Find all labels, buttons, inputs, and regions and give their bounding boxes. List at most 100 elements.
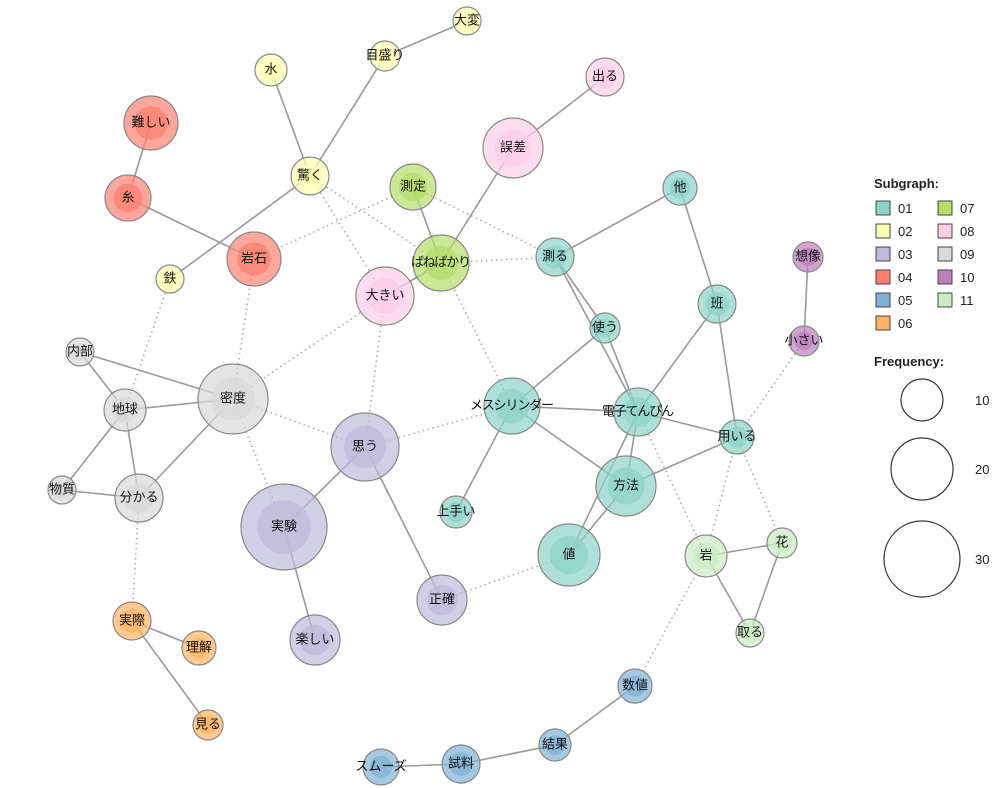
dotted-edge — [736, 436, 783, 544]
node-04[interactable]: 糸 — [104, 174, 152, 222]
node-02[interactable]: 水 — [254, 53, 288, 87]
node-01[interactable]: 値 — [537, 523, 601, 587]
legend-frequency-circle-30 — [883, 520, 961, 598]
node-02[interactable]: 目盛り — [365, 40, 405, 72]
node-05[interactable]: 数値 — [617, 668, 653, 704]
node-core — [398, 172, 428, 202]
node-label: 糸 — [121, 191, 134, 206]
node-label: 実験 — [271, 519, 297, 535]
solid-edge — [716, 303, 738, 438]
legend-swatch-06 — [875, 315, 891, 331]
node-label: 岩石 — [241, 252, 267, 267]
node-10[interactable]: 小さい — [784, 325, 824, 357]
node-05[interactable]: スムーズ — [355, 748, 407, 786]
node-01[interactable]: 方法 — [595, 455, 657, 517]
node-09[interactable]: 分かる — [114, 473, 164, 523]
node-06[interactable]: 理解 — [181, 630, 217, 666]
node-08[interactable]: 大きい — [355, 266, 415, 326]
legend-swatch-01 — [875, 200, 891, 216]
legend-swatch-03 — [875, 246, 891, 262]
node-03[interactable]: 楽しい — [289, 614, 341, 666]
node-core — [549, 535, 589, 575]
node-core — [113, 183, 143, 213]
node-09[interactable]: 内部 — [65, 337, 95, 367]
node-05[interactable]: 試料 — [441, 744, 481, 784]
node-04[interactable]: 岩石 — [226, 231, 282, 287]
node-core — [237, 242, 271, 276]
node-02[interactable]: 鉄 — [155, 264, 185, 294]
node-03[interactable]: 思う — [330, 412, 400, 482]
node-core — [111, 396, 139, 424]
node-01[interactable]: 上手い — [436, 495, 476, 529]
node-label: 数値 — [622, 678, 648, 694]
node-core — [367, 278, 403, 314]
node-label: 測定 — [400, 180, 426, 195]
node-label: 密度 — [220, 391, 246, 407]
node-label: 想像 — [795, 249, 821, 265]
node-06[interactable]: 実際 — [112, 601, 152, 641]
node-core — [198, 715, 218, 735]
node-core — [343, 425, 387, 469]
node-01[interactable]: 班 — [697, 284, 737, 324]
node-09[interactable]: 物質 — [47, 475, 77, 505]
node-10[interactable]: 想像 — [792, 241, 824, 273]
node-03[interactable]: 正確 — [416, 574, 468, 626]
node-08[interactable]: 誤差 — [482, 117, 544, 179]
node-07[interactable]: 測定 — [389, 163, 437, 211]
dotted-edge — [309, 175, 386, 297]
node-02[interactable]: 大変 — [452, 6, 482, 36]
dotted-edge — [232, 295, 386, 400]
node-label: スムーズ — [355, 759, 406, 775]
node-01[interactable]: 他 — [662, 170, 698, 206]
node-09[interactable]: 密度 — [197, 363, 269, 435]
node-08[interactable]: 出る — [585, 57, 625, 97]
node-core — [772, 533, 792, 553]
node-core — [369, 755, 393, 779]
node-core — [494, 129, 532, 167]
node-core — [595, 318, 615, 338]
node-core — [257, 500, 311, 554]
dotted-edge — [705, 436, 738, 557]
node-core — [741, 624, 759, 642]
node-label: 試料 — [448, 756, 474, 772]
node-04[interactable]: 難しい — [123, 95, 179, 151]
node-core — [705, 292, 729, 316]
node-label: 誤差 — [500, 140, 526, 156]
node-11[interactable]: 花 — [766, 527, 798, 559]
node-07[interactable]: ばねばかり — [411, 234, 471, 292]
node-05[interactable]: 結果 — [538, 728, 572, 762]
node-01[interactable]: 使う — [589, 312, 621, 344]
node-01[interactable]: メスシリンダー — [470, 377, 554, 435]
node-label: 値 — [562, 547, 575, 563]
node-core — [798, 247, 818, 267]
node-label: 思う — [352, 440, 378, 455]
node-label: 正確 — [429, 592, 455, 608]
node-09[interactable]: 地球 — [103, 388, 147, 432]
node-11[interactable]: 取る — [735, 618, 765, 648]
node-11[interactable]: 岩 — [684, 534, 728, 578]
node-core — [261, 60, 281, 80]
node-label: 用いる — [717, 430, 756, 445]
node-label: 小さい — [784, 334, 823, 349]
node-label: ばねばかり — [411, 256, 471, 271]
node-06[interactable]: 見る — [192, 709, 224, 741]
node-01[interactable]: 用いる — [717, 419, 757, 455]
dotted-edge — [634, 555, 707, 687]
legend-swatch-11 — [937, 292, 953, 308]
legend-label-09: 09 — [960, 247, 974, 262]
node-01[interactable]: 測る — [535, 237, 575, 277]
node-03[interactable]: 実験 — [240, 483, 328, 571]
legend-swatch-05 — [875, 292, 891, 308]
node-label: 見る — [195, 718, 221, 733]
solid-edge — [554, 187, 681, 258]
node-label: 使う — [592, 320, 618, 336]
node-01[interactable]: 電子てんぴん — [602, 387, 674, 437]
node-02[interactable]: 驚く — [290, 156, 330, 196]
legend-swatch-04 — [875, 269, 891, 285]
node-core — [298, 164, 322, 188]
node-core — [726, 426, 748, 448]
node-core — [161, 270, 179, 288]
solid-edge — [679, 187, 718, 305]
